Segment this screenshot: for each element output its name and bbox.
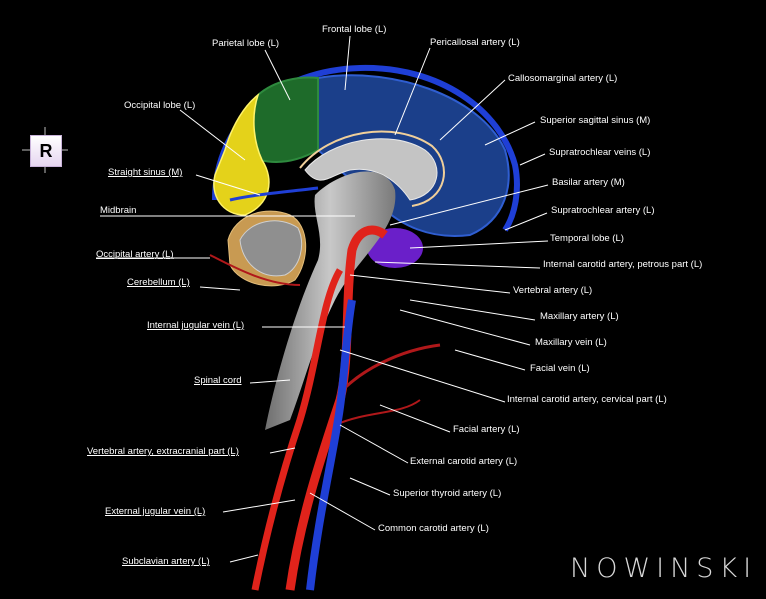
label-supratrochlear-artery: Supratrochlear artery (L) xyxy=(551,205,655,216)
label-pericallosal-artery: Pericallosal artery (L) xyxy=(430,37,520,48)
label-ica-petrous: Internal carotid artery, petrous part (L… xyxy=(543,259,703,270)
label-maxillary-artery: Maxillary artery (L) xyxy=(540,311,619,322)
label-occipital-lobe: Occipital lobe (L) xyxy=(124,100,196,111)
label-frontal-lobe: Frontal lobe (L) xyxy=(322,24,387,35)
orientation-marker: R xyxy=(22,127,68,173)
label-subclavian-artery: Subclavian artery (L) xyxy=(122,556,210,567)
corpus-callosum xyxy=(304,138,438,201)
pericallosal-artery xyxy=(299,130,445,207)
label-spinal-cord: Spinal cord xyxy=(194,375,242,386)
occipital-artery xyxy=(209,254,301,286)
temporal-lobe xyxy=(367,228,423,268)
label-vertebral-extracranial: Vertebral artery, extracranial part (L) xyxy=(87,446,239,457)
orientation-label: R xyxy=(30,135,62,167)
label-occipital-artery: Occipital artery (L) xyxy=(96,249,174,260)
label-parietal-lobe: Parietal lobe (L) xyxy=(212,38,280,49)
label-external-jugular-vein: External jugular vein (L) xyxy=(105,506,206,517)
label-vertebral-artery: Vertebral artery (L) xyxy=(513,285,593,296)
label-temporal-lobe: Temporal lobe (L) xyxy=(550,233,624,244)
label-basilar-artery: Basilar artery (M) xyxy=(552,177,625,188)
label-superior-sagittal-sinus: Superior sagittal sinus (M) xyxy=(540,115,651,126)
label-facial-artery: Facial artery (L) xyxy=(453,424,520,435)
cerebellum-midsection xyxy=(239,220,302,277)
label-facial-vein: Facial vein (L) xyxy=(530,363,590,374)
label-midbrain: Midbrain xyxy=(100,205,137,216)
label-straight-sinus: Straight sinus (M) xyxy=(108,167,183,178)
straight-sinus xyxy=(229,186,319,202)
label-external-carotid-artery: External carotid artery (L) xyxy=(410,456,518,467)
label-cerebellum: Cerebellum (L) xyxy=(127,277,190,288)
label-supratrochlear-veins: Supratrochlear veins (L) xyxy=(549,147,651,158)
label-ica-cervical: Internal carotid artery, cervical part (… xyxy=(507,394,667,405)
label-superior-thyroid-artery: Superior thyroid artery (L) xyxy=(393,488,502,499)
label-common-carotid-artery: Common carotid artery (L) xyxy=(378,523,489,534)
internal-jugular-vein xyxy=(306,299,356,591)
label-maxillary-vein: Maxillary vein (L) xyxy=(535,337,607,348)
vertebral-artery xyxy=(251,268,344,591)
facial-artery xyxy=(334,399,421,426)
label-callosomarginal-artery: Callosomarginal artery (L) xyxy=(508,73,618,84)
nowinski-logo: NOWINSKI xyxy=(570,553,758,584)
label-internal-jugular-vein: Internal jugular vein (L) xyxy=(147,320,245,331)
